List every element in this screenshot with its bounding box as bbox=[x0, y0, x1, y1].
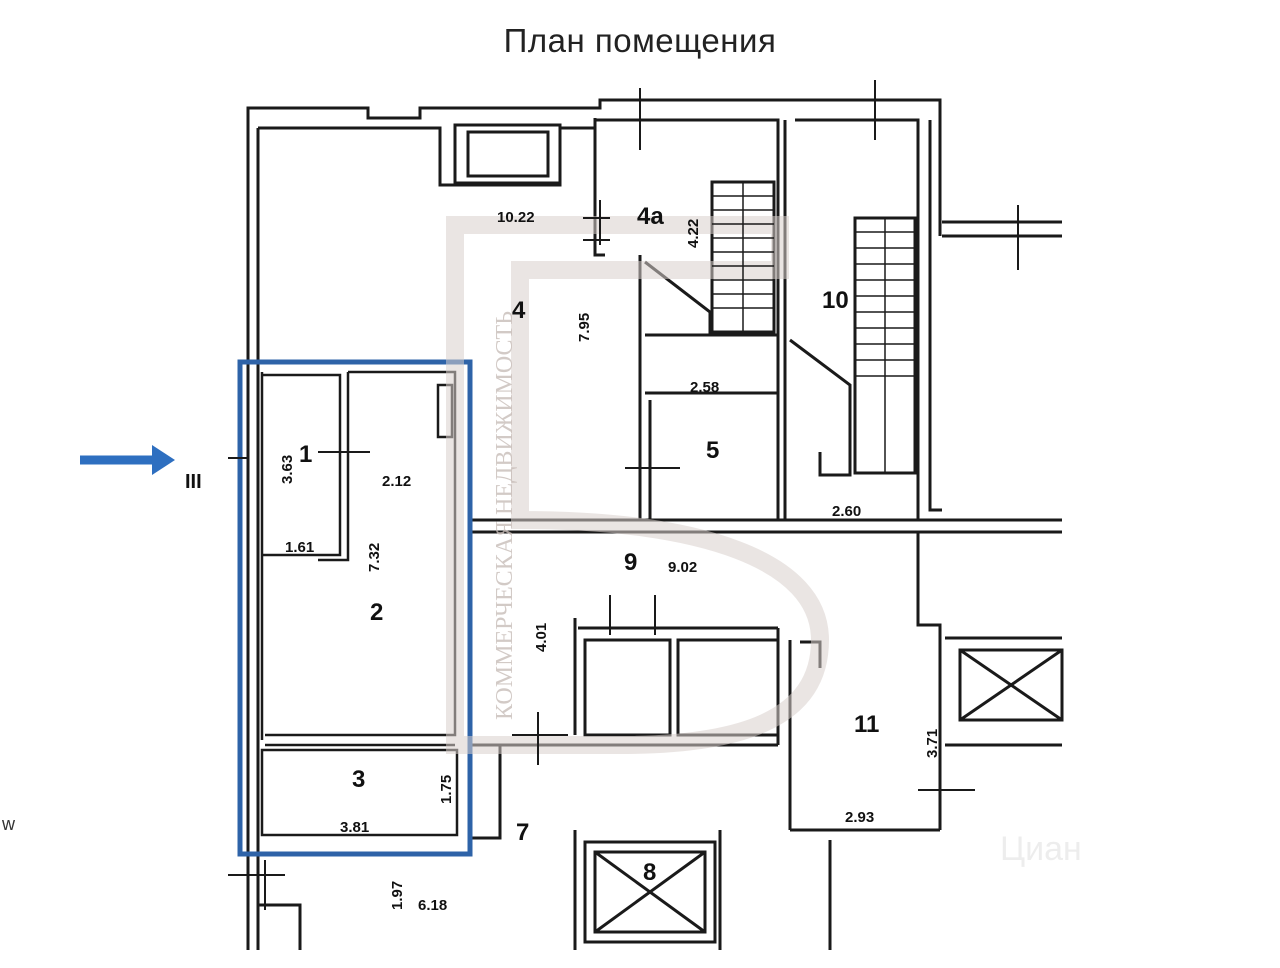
dim-4-22: 4.22 bbox=[685, 219, 702, 248]
watermark bbox=[446, 216, 830, 754]
dim-10-22: 10.22 bbox=[497, 209, 535, 226]
dim-7-95: 7.95 bbox=[576, 313, 593, 342]
stair-steps bbox=[712, 182, 915, 473]
edge-text: w bbox=[2, 814, 15, 834]
axis-arrow bbox=[80, 445, 248, 475]
room-label-9: 9 bbox=[624, 549, 637, 576]
plan-title: План помещения bbox=[503, 22, 777, 59]
watermark-text: КОММЕРЧЕСКАЯ НЕДВИЖИМОСТЬ bbox=[492, 311, 518, 720]
dim-2-12: 2.12 bbox=[382, 473, 411, 490]
dim-2-93: 2.93 bbox=[845, 809, 874, 826]
dim-3-71: 3.71 bbox=[924, 729, 941, 758]
room-label-7: 7 bbox=[516, 819, 529, 846]
room-label-8: 8 bbox=[643, 859, 656, 886]
dim-2-58: 2.58 bbox=[690, 379, 719, 396]
dim-3-63: 3.63 bbox=[279, 455, 296, 484]
faint-brand-text: Циан bbox=[1000, 830, 1082, 868]
room-label-3: 3 bbox=[352, 766, 365, 793]
door-marks bbox=[228, 80, 1019, 910]
room-label-4a: 4а bbox=[637, 203, 664, 230]
room-label-4: 4 bbox=[512, 297, 526, 324]
axis-mark: III bbox=[185, 471, 202, 493]
dim-1-61: 1.61 bbox=[285, 539, 314, 556]
room-label-2: 2 bbox=[370, 599, 383, 626]
room-label-5: 5 bbox=[706, 437, 719, 464]
dim-2-60: 2.60 bbox=[832, 503, 861, 520]
room-label-10: 10 bbox=[822, 287, 849, 314]
room-label-1: 1 bbox=[299, 441, 312, 468]
dim-3-81: 3.81 bbox=[340, 819, 369, 836]
dim-7-32: 7.32 bbox=[366, 543, 383, 572]
dim-9-02: 9.02 bbox=[668, 559, 697, 576]
highlighted-premises bbox=[237, 359, 473, 857]
dim-6-18: 6.18 bbox=[418, 897, 447, 914]
room-label-11: 11 bbox=[854, 711, 879, 738]
dim-1-75: 1.75 bbox=[438, 775, 455, 804]
dim-4-01: 4.01 bbox=[533, 623, 550, 652]
dim-1-97: 1.97 bbox=[389, 881, 406, 910]
